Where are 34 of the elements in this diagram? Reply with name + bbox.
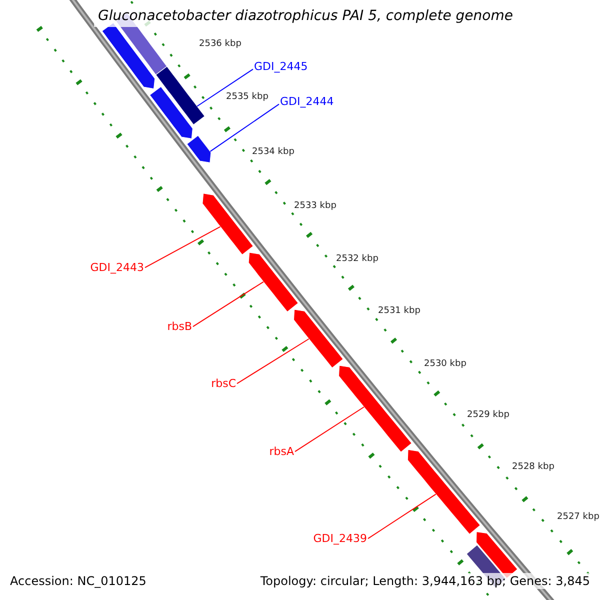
gene-feature bbox=[155, 66, 206, 126]
gene-feature bbox=[149, 86, 193, 140]
scale-label: 2530 kbp bbox=[424, 359, 466, 370]
gene-label: GDI_2443 bbox=[90, 261, 144, 274]
gene-feature bbox=[338, 365, 412, 452]
scale-label: 2534 kbp bbox=[252, 147, 294, 158]
leader-line bbox=[294, 406, 364, 452]
gene-label: GDI_2444 bbox=[280, 95, 334, 108]
gene-label: rbsC bbox=[211, 377, 236, 390]
leader-line bbox=[368, 494, 436, 540]
scale-label: 2528 kbp bbox=[512, 462, 554, 473]
gene-label: GDI_2445 bbox=[254, 60, 308, 74]
gene-label: GDI_2439 bbox=[313, 532, 367, 546]
scale-label: 2531 kbp bbox=[378, 306, 420, 317]
leader-line bbox=[196, 68, 254, 107]
scale-label: 2535 kbp bbox=[226, 92, 268, 103]
leader-line bbox=[210, 104, 280, 152]
leader-line bbox=[192, 281, 264, 328]
gene-feature bbox=[407, 449, 481, 535]
scale-label: 2527 kbp bbox=[557, 512, 600, 523]
scale-label: 2536 kbp bbox=[199, 39, 242, 50]
accession-text: Accession: NC_010125 bbox=[8, 573, 148, 590]
leader-line bbox=[144, 226, 221, 268]
genome-info-text: Topology: circular; Length: 3,944,163 bp; Genes: 3,845 bbox=[258, 573, 592, 590]
gene-feature bbox=[186, 135, 212, 164]
scale-label: 2532 kbp bbox=[336, 254, 378, 265]
gene-feature bbox=[293, 309, 344, 368]
scale-label: 2529 kbp bbox=[467, 410, 510, 421]
leader-line bbox=[236, 338, 310, 384]
gene-label: rbsA bbox=[269, 445, 294, 458]
gene-feature bbox=[248, 252, 299, 312]
gene-label: rbsB bbox=[167, 320, 192, 334]
scale-label: 2533 kbp bbox=[294, 201, 336, 212]
gene-feature bbox=[202, 192, 254, 256]
